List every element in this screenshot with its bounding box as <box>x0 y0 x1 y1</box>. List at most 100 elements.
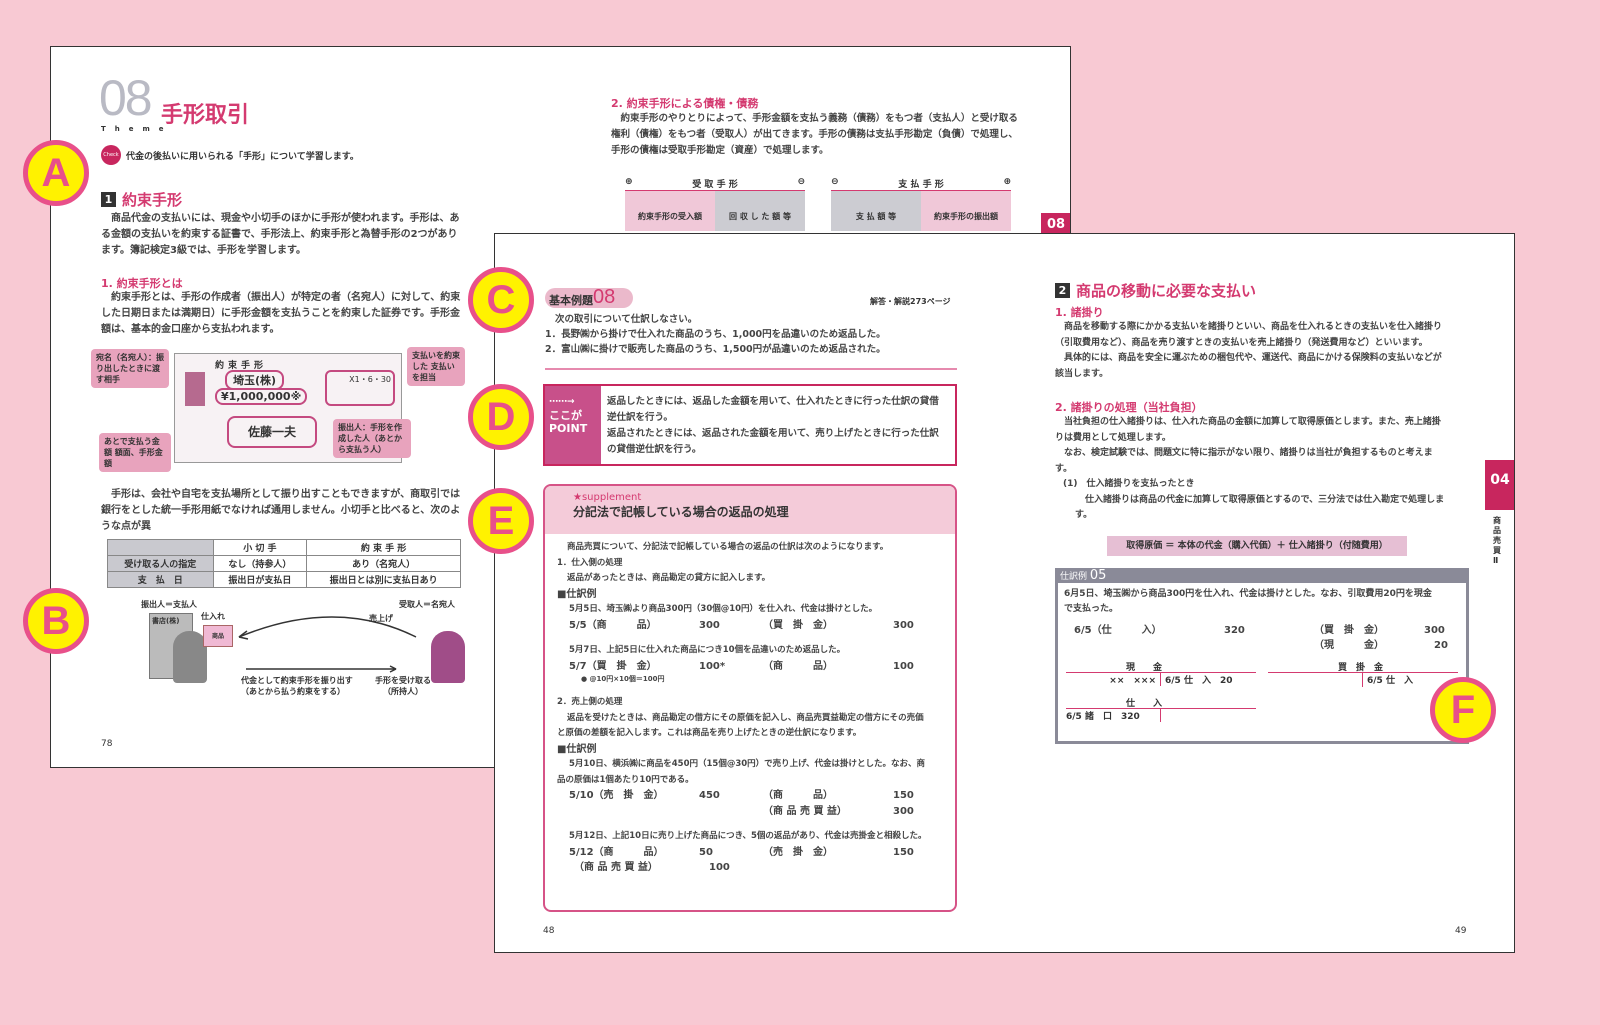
text-line: と原価の差額を記入します。これは商品を売り上げたときの逆仕訳になります。 <box>557 728 862 738</box>
debit-entry: 6/5 諸 口 320 <box>1066 709 1161 722</box>
callout-payee: 宛名（名宛人）：振り出したときに渡す相手 <box>91 349 169 388</box>
point-text: 返品したときには、返品した金額を用いて、仕入れたときに行った仕訳の貸借逆仕訳を行… <box>601 386 945 464</box>
table-row: 受け取る人の指定なし（持参人）あり（名宛人） <box>107 555 461 572</box>
item-heading: (1) 仕入諸掛りを支払ったとき <box>1063 479 1195 489</box>
row-label: 受け取る人の指定 <box>107 555 214 572</box>
example-label: ■仕訳例 <box>557 743 597 755</box>
text-line: 品の原価は1個あたり10円である。 <box>557 774 694 785</box>
cell: 振出日が支払日 <box>212 571 308 588</box>
text-line: 手形は、会社や自宅を支払場所として振り出すこともできますが、商取引では銀行を <box>101 489 461 516</box>
credit-side: 回 収 し た 額 等 <box>715 191 805 231</box>
account-name: 現 金 <box>1126 663 1163 673</box>
text-line: 商品売買について、分記法で記帳している場合の返品の仕訳は次のようになります。 <box>567 542 889 552</box>
credit-account: （商 品） <box>763 790 833 801</box>
t-account-payable: 買 掛 金 6/5 仕 入 <box>1268 663 1458 687</box>
purchase-label: 仕入れ <box>201 612 225 621</box>
note-date: X1・6・30 <box>325 370 395 406</box>
cell: なし（持参人） <box>212 555 308 572</box>
example-label: ■仕訳例 <box>557 588 597 600</box>
badge-d: D <box>468 384 534 450</box>
example-number: 08 <box>593 286 616 308</box>
credit-amount: 300 <box>893 805 914 817</box>
text-line: （引取費用など）、商品を売り渡すときの支払いを売上諸掛り（発送費用など）といいま… <box>1055 337 1428 348</box>
theme-label: Theme <box>101 125 173 133</box>
note-title: 約束手形 <box>215 361 268 371</box>
debit-amount: 50 <box>699 846 713 858</box>
header-cell <box>107 539 214 556</box>
credit-amount: 150 <box>893 846 914 858</box>
t-account-cash: 現 金 ×× ×××6/5 仕 入 20 <box>1066 663 1256 686</box>
text-line: 商品を移動する際にかかる支払いを諸掛りといい、商品を仕入れるときの支払いを仕入諸… <box>1064 322 1443 332</box>
para2: 手形は、会社や自宅を支払場所として振り出すこともできますが、商取引では銀行をとし… <box>101 487 461 535</box>
comparison-table: 小 切 手約 束 手 形 受け取る人の指定なし（持参人）あり（名宛人） 支 払 … <box>107 539 461 588</box>
text-line: 約束手形とは、手形の作成者（振出人）が特定の者（名宛人）に対して、約束した日 <box>101 292 461 319</box>
text-line: 権利（債権）をもつ者（受取人）が出てきます。手形の債務は支払手形勘定（負債）で処… <box>611 129 1018 140</box>
text-line: 返品があったときは、商品勘定の貸方に記入します。 <box>567 573 771 583</box>
instruction: 次の取引について仕訳しなさい。 <box>555 314 698 325</box>
answer-reference: 解答・解説273ページ <box>870 297 951 306</box>
text-line: りは費用として処理します。 <box>1055 432 1171 443</box>
sub-heading: 1．仕入側の処理 <box>557 557 623 568</box>
header-cell: 約 束 手 形 <box>306 539 461 556</box>
example-label: 基本例題 08 <box>545 286 634 308</box>
chapter-tab-label: 商品売買Ⅱ <box>1493 516 1501 565</box>
sub1-text: 約束手形とは、手形の作成者（振出人）が特定の者（名宛人）に対して、約束した日期日… <box>101 290 461 338</box>
t-account-notes-payable: ⊖支 払 手 形⊕ 支 払 額 等約束手形の振出額 <box>831 177 1011 231</box>
arrow-icon: ⋯⋯→ <box>549 397 575 407</box>
stamp-icon <box>185 372 205 406</box>
journal-number: 05 <box>1089 568 1107 583</box>
text-line: 5月5日、埼玉㈱より商品300円（30個@10円）を仕入れ、代金は掛けとした。 <box>569 604 878 614</box>
journal-row: 5/5（商 品）300（買 掛 金）300 <box>557 618 943 634</box>
buyer-person-icon <box>173 631 207 683</box>
arrows-icon <box>238 616 417 673</box>
supplement-box: ★supplement 分記法で記帳している場合の返品の処理 商品売買について、… <box>543 484 957 912</box>
example-item: 2．富山㈱に掛けで販売した商品のうち、1,500円が品違いのため返品された。 <box>545 344 886 355</box>
text-line: の貸借逆仕訳を行う。 <box>607 444 702 455</box>
example-title: 基本例題 <box>549 294 593 307</box>
sub2-text: 約束手形のやりとりによって、手形金額を支払う義務（債務）をもつ者（支払人）と受け… <box>611 111 1031 159</box>
section-number: 2 <box>1055 283 1070 298</box>
journal-label: 仕訳例 <box>1060 572 1088 582</box>
callout-bank: 支払いを約束した 支払いを担当 <box>407 347 465 386</box>
text-line: 仕入諸掛りは商品の代金に加算して取得原価とするので、三分法では仕入勘定で処理しま <box>1085 494 1445 505</box>
seller-person-icon <box>431 631 465 683</box>
supplement-header: ★supplement 分記法で記帳している場合の返品の処理 <box>545 486 955 534</box>
credit-entry: 6/5 仕 入 <box>1367 676 1413 686</box>
text-line: 手形を学習します。 <box>216 245 306 256</box>
credit-account: （現 金） <box>1314 640 1384 651</box>
section1-text: 商品代金の支払いには、現金や小切手のほかに手形が使われます。手形は、ある金額の支… <box>101 211 461 259</box>
credit-account: （買 掛 金） <box>1314 625 1384 636</box>
debit-entry: ×× ××× <box>1066 673 1161 686</box>
badge-b: B <box>23 588 89 654</box>
section-number: 1 <box>101 192 116 207</box>
text-line: す。 <box>1055 463 1073 474</box>
check-line: Check 代金の後払いに用いられる「手形」について学習します。 <box>101 145 359 165</box>
page-number: 49 <box>1455 926 1467 936</box>
minus-icon: ⊖ <box>831 177 839 187</box>
sub-heading: 2．売上側の処理 <box>557 697 623 707</box>
example-item: 1．長野㈱から掛けで仕入れた商品のうち、1,000円を品違いのため返品した。 <box>545 329 886 340</box>
credit-amount: 20 <box>1434 640 1448 651</box>
debit-amount: 300 <box>699 619 720 631</box>
check-icon: Check <box>101 145 121 165</box>
journal-row: （商 品 売 買 益）100 <box>557 860 943 876</box>
section-title: 商品の移動に必要な支払い <box>1076 282 1257 300</box>
row-label: 支 払 日 <box>107 571 214 588</box>
note-amount: ¥1,000,000※ <box>215 388 308 405</box>
text-line: 具体的には、商品を安全に運ぶための梱包代や、運送代、商品にかける保険料の支払いな… <box>1064 353 1442 363</box>
journal-row: 5/7（買 掛 金）100*（商 品）100 <box>557 659 943 675</box>
note-signature: 佐藤一夫 <box>227 416 317 448</box>
supplement-title: 分記法で記帳している場合の返品の処理 <box>573 505 789 519</box>
section2-heading: 2 商品の移動に必要な支払い <box>1055 280 1256 301</box>
debit-amount: 100 <box>709 862 730 873</box>
text-line: とした統一手形用紙でなければ通用しません。小切手と比べると、次のような点が異 <box>101 505 461 532</box>
text-line: 当社負担の仕入諸掛りは、仕入れた商品の金額に加算して取得原価とします。また、売上… <box>1064 417 1441 427</box>
issue-note-text: 代金として約束手形を振り出す（あとから払う約束をする） <box>241 675 353 697</box>
text-line: 代金として約束手形を振り出す <box>241 676 353 685</box>
receive-note-text: 手形を受け取る（所持人） <box>375 675 431 697</box>
text-line: なお、検定試験では、問題文に特に指示がない限り、諸掛りは当社が負担するものと考え… <box>1064 448 1433 458</box>
badge-e: E <box>468 488 534 554</box>
callout-drawer: 振出人：手形を作成した人（あとから支払う人） <box>333 419 411 458</box>
account-name: 受 取 手 形 <box>692 180 738 190</box>
